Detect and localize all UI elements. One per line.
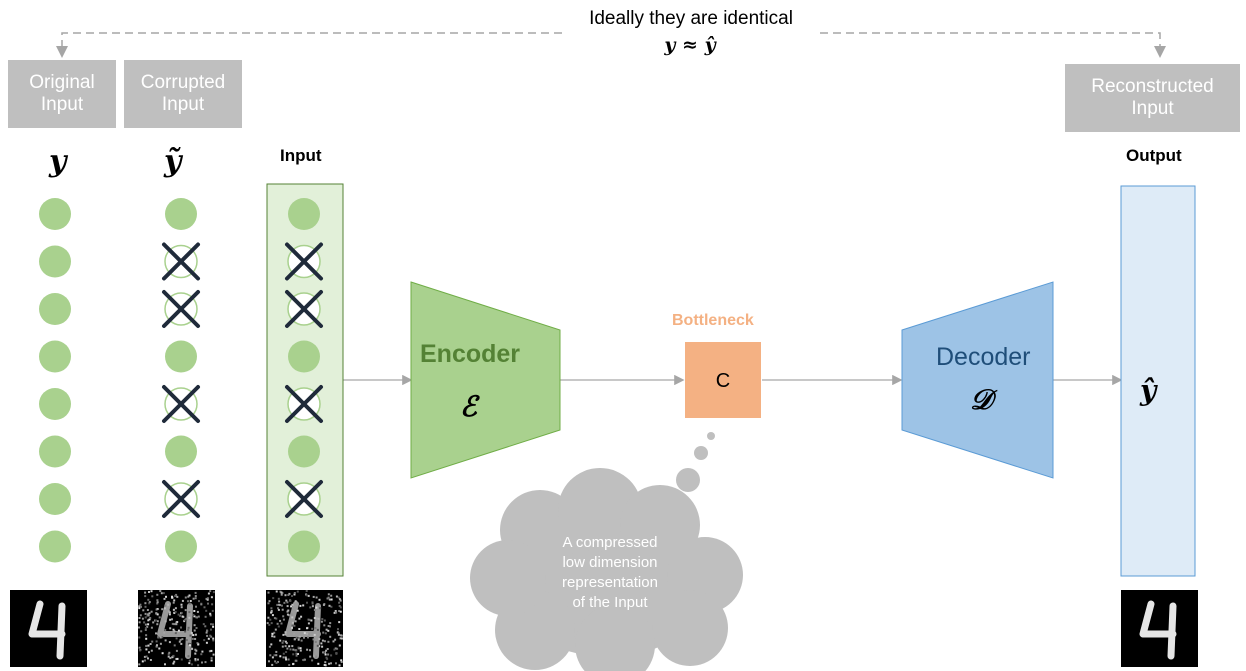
input-node [288, 530, 320, 563]
reconstructed-input-label: Reconstructed Input [1065, 64, 1240, 132]
noisy-digit-glyph [138, 590, 215, 667]
output-header: Output [1126, 146, 1182, 165]
cross-icon [162, 242, 200, 281]
thought-line-1: A compressed [562, 534, 658, 551]
original-symbol: y [49, 144, 67, 179]
original-node [39, 483, 71, 515]
input-header: Input [280, 146, 322, 165]
corrupted-node [165, 435, 197, 468]
corrupted-node [165, 530, 197, 563]
original-digit-image [10, 590, 87, 667]
corrupted-symbol: ỹ [164, 144, 182, 179]
input-node [288, 340, 320, 373]
bottleneck-title: Bottleneck [672, 312, 754, 329]
reconstructed-input-label-line1: Reconstructed [1091, 76, 1214, 97]
reconstructed-digit-image [1121, 590, 1198, 667]
original-node [39, 340, 71, 373]
digit-four-glyph [1139, 600, 1177, 660]
output-column-box [1120, 185, 1196, 577]
corrupted-input-label: Corrupted Input [124, 60, 242, 128]
original-node [39, 293, 71, 325]
thought-text: A compressed low dimension representatio… [520, 533, 700, 613]
bottleneck-block [685, 342, 761, 418]
digit-four-glyph [28, 600, 66, 660]
cross-icon [285, 480, 323, 518]
corrupted-input-label-line1: Corrupted [140, 72, 226, 93]
corrupted-node [165, 198, 197, 230]
identity-equation: y ≈ ŷ [664, 34, 716, 56]
original-node [39, 388, 71, 420]
thought-bubble [470, 432, 743, 671]
identity-caption: Ideally they are identical [589, 8, 793, 29]
encoder-symbol: ℰ [460, 390, 477, 423]
encoder-label: Encoder [420, 340, 521, 368]
output-symbol: ŷ [1140, 374, 1157, 407]
input-node [288, 435, 320, 468]
corrupted-input-label-line2: Input [161, 94, 205, 115]
original-input-label: Original Input [8, 60, 116, 128]
identity-dashed-line [56, 32, 1166, 58]
corrupted-digit-image [138, 590, 215, 667]
noisy-digit-glyph [266, 590, 343, 667]
original-input-label-line1: Original [29, 72, 95, 93]
original-input-label-line2: Input [40, 94, 84, 115]
cross-icon [285, 290, 323, 328]
cross-icon [162, 480, 200, 518]
node-columns [39, 198, 323, 563]
cross-icon [285, 385, 323, 423]
cross-icon [162, 385, 200, 423]
bottleneck-code: C [715, 370, 731, 392]
cross-icon [162, 290, 200, 328]
reconstructed-input-label-line2: Input [1131, 98, 1174, 119]
input-digit-image [266, 590, 343, 667]
original-node [39, 198, 71, 230]
cross-icon [285, 242, 323, 281]
decoder-symbol: 𝒟 [970, 383, 993, 416]
input-node [288, 198, 320, 230]
thought-line-2: low dimension [562, 554, 658, 571]
corrupted-node [165, 340, 197, 373]
thought-line-4: of the Input [572, 594, 648, 611]
original-node [39, 435, 71, 468]
thought-line-3: representation [562, 574, 658, 591]
decoder-label: Decoder [936, 343, 1031, 371]
input-column-box [266, 183, 344, 577]
decoder-block [901, 281, 1054, 479]
original-node [39, 530, 71, 563]
original-node [39, 245, 71, 278]
encoder-block [410, 281, 561, 479]
